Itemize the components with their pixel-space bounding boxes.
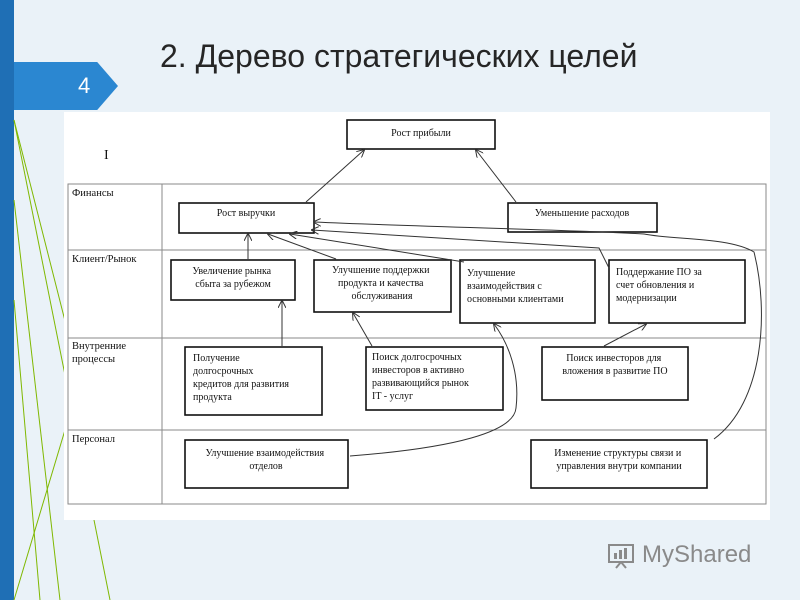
row-label-internal-processes: Внутренние процессы — [72, 341, 129, 365]
myshared-watermark: MyShared — [606, 538, 751, 572]
node-profit-growth: Рост прибыли — [391, 128, 451, 139]
node-text-line: Улучшение поддержки — [332, 265, 430, 276]
connector-arrow — [268, 234, 337, 260]
slide-number-tag: 4 — [14, 62, 118, 110]
node-text-line: сбыта за рубежом — [195, 279, 271, 290]
node-text-line: вложения в развитие ПО — [562, 366, 667, 377]
node-support-quality: Улучшение поддержки продукта и качества … — [332, 265, 432, 302]
row-label-line: процессы — [72, 354, 115, 365]
slide-title: 2. Дерево стратегических целей — [160, 38, 638, 74]
node-box — [365, 346, 504, 411]
row-label-line: Внутренние — [72, 341, 126, 352]
node-text-line: основными клиентами — [467, 294, 564, 305]
node-long-term-credits: Получение долгосрочных кредитов для разв… — [193, 353, 292, 403]
node-text-line: Улучшение — [467, 268, 516, 279]
node-text-line: продукта — [193, 392, 232, 403]
slide-number: 4 — [78, 73, 91, 98]
watermark-text: MyShared — [642, 541, 752, 568]
row-label-client-market: Клиент/Рынок — [72, 254, 137, 265]
node-text-line: Рост прибыли — [391, 128, 451, 139]
corner-mark: I — [104, 148, 109, 163]
node-text-line: отделов — [249, 461, 283, 472]
node-client-interaction: Улучшение взаимодействия с основными кли… — [467, 268, 564, 305]
node-investor-search-it: Поиск долгосрочных инвесторов в активно … — [372, 352, 471, 402]
node-text-line: инвесторов в активно — [372, 365, 464, 376]
node-text-line: взаимодействия с — [467, 281, 542, 292]
connector-arrow — [305, 150, 364, 203]
node-text-line: развивающийся рынок — [372, 378, 469, 389]
node-box — [507, 202, 658, 233]
node-box — [178, 202, 315, 234]
node-text-line: IT - услуг — [372, 391, 413, 402]
node-box — [608, 259, 746, 324]
node-box — [530, 439, 708, 489]
node-investor-search-software: Поиск инвесторов для вложения в развитие… — [562, 353, 667, 377]
node-box — [346, 119, 496, 150]
node-box — [184, 439, 349, 489]
node-text-line: Рост выручки — [217, 208, 276, 219]
connector-arrow — [314, 222, 762, 440]
node-text-line: счет обновления и — [616, 280, 695, 291]
node-text-line: Поддержание ПО за — [616, 267, 702, 278]
node-text-line: Увеличение рынка — [192, 266, 271, 277]
node-box — [541, 346, 689, 401]
connector-arrow — [476, 150, 517, 203]
perspective-grid — [67, 183, 767, 505]
node-revenue-growth: Рост выручки — [217, 208, 276, 219]
connector-arrow — [353, 313, 373, 347]
node-text-line: обслуживания — [352, 291, 413, 302]
connector-arrow — [290, 234, 465, 263]
connector-arrow — [603, 324, 646, 347]
row-label-personnel: Персонал — [72, 434, 115, 445]
node-text-line: Изменение структуры связи и — [554, 448, 682, 459]
node-text-line: продукта и качества — [338, 278, 424, 289]
connector-arrow — [349, 324, 518, 457]
node-text-line: Получение — [193, 353, 240, 364]
node-cost-reduction: Уменьшение расходов — [535, 208, 630, 219]
node-market-expansion: Увеличение рынка сбыта за рубежом — [192, 266, 273, 290]
node-text-line: долгосрочных — [193, 366, 253, 377]
strategy-tree-figure: I Финансы Клиент/Рынок Внутренние процес… — [64, 112, 770, 520]
node-text-line: Поиск инвесторов для — [566, 353, 661, 364]
node-text-line: модернизации — [616, 293, 677, 304]
node-box — [313, 259, 452, 313]
node-text-line: Поиск долгосрочных — [372, 352, 462, 363]
node-box — [459, 259, 596, 324]
node-box — [170, 259, 296, 301]
presentation-board-icon — [608, 544, 634, 569]
node-software-support: Поддержание ПО за счет обновления и моде… — [616, 267, 704, 304]
node-department-interaction: Улучшение взаимодействия отделов — [205, 448, 326, 472]
node-box — [184, 346, 323, 416]
row-label-finance: Финансы — [72, 188, 114, 199]
node-text-line: Улучшение взаимодействия — [205, 448, 324, 459]
connector-arrow — [312, 230, 610, 269]
node-text-line: кредитов для развития — [193, 379, 289, 390]
node-text-line: управления внутри компании — [556, 461, 682, 472]
strategy-tree-diagram: I Финансы Клиент/Рынок Внутренние процес… — [67, 119, 767, 505]
node-structure-change: Изменение структуры связи и управления в… — [554, 448, 684, 472]
node-text-line: Уменьшение расходов — [535, 208, 630, 219]
left-accent-bar — [0, 0, 14, 600]
